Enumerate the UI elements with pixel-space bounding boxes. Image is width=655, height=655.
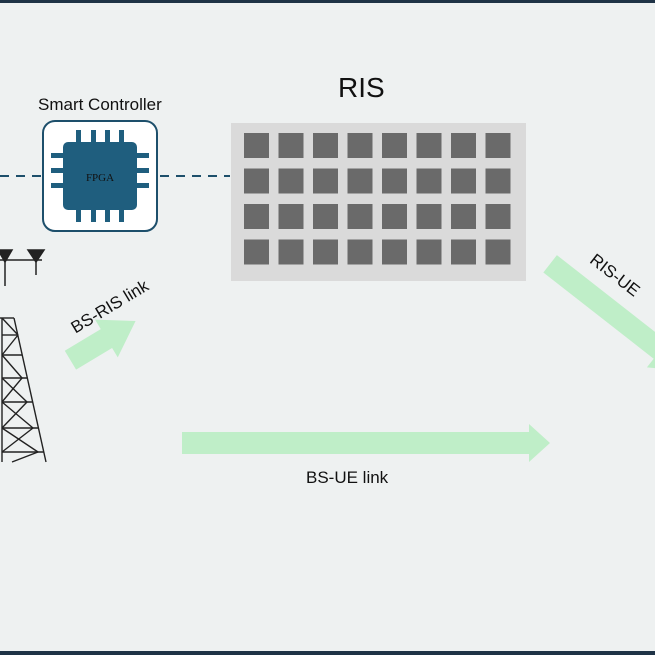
ris-element (485, 133, 511, 158)
ris-element (451, 168, 476, 194)
chip-pin (135, 168, 149, 173)
chip-pin (105, 130, 110, 144)
ris-element-grid (244, 133, 511, 265)
frame-bottom-border (0, 651, 655, 655)
ris-element (278, 168, 304, 194)
base-station-antennas (0, 249, 46, 286)
ris-panel (231, 123, 526, 281)
chip-pin (51, 168, 65, 173)
ris-element (451, 239, 476, 265)
fpga-chip-icon (63, 142, 137, 210)
chip-pin (135, 153, 149, 158)
chip-pin (119, 208, 124, 222)
smart-controller-box: FPGA (42, 120, 158, 232)
ris-element (382, 168, 407, 194)
ris-element (278, 204, 304, 229)
ris-element (485, 204, 511, 229)
ris-element (416, 168, 442, 194)
smart-controller-title: Smart Controller (38, 95, 162, 114)
chip-pin (119, 130, 124, 144)
ris-element (244, 239, 269, 265)
ris-element (416, 204, 442, 229)
ris-element (416, 239, 442, 265)
chip-pin (51, 183, 65, 188)
ris-element (313, 239, 338, 265)
ris-element (313, 204, 338, 229)
ris-element (244, 133, 269, 158)
ris-element (382, 204, 407, 229)
bs-ue-link-arrow (182, 424, 550, 462)
chip-pin (76, 130, 81, 144)
chip-pin (135, 183, 149, 188)
ris-element (244, 168, 269, 194)
ris-element (485, 168, 511, 194)
ris-element (451, 133, 476, 158)
ris-ue-link-arrow (543, 255, 655, 371)
chip-pin (105, 208, 110, 222)
ris-element (278, 239, 304, 265)
ris-element (416, 133, 442, 158)
ris-element (347, 168, 373, 194)
ris-element (485, 239, 511, 265)
bs-ris-link-arrow (64, 319, 136, 370)
ris-element (278, 133, 304, 158)
ris-element (347, 133, 373, 158)
fpga-chip-label: FPGA (86, 172, 114, 184)
frame-top-border (0, 0, 655, 3)
chip-pins (51, 130, 149, 222)
ris-element (313, 133, 338, 158)
ris-element (382, 133, 407, 158)
ris-element (347, 239, 373, 265)
ris-element (244, 204, 269, 229)
chip-pin (51, 153, 65, 158)
chip-pin (76, 208, 81, 222)
chip-pin (91, 130, 96, 144)
base-station-tower-icon (0, 317, 47, 463)
ris-element (382, 239, 407, 265)
bs-ue-link-label: BS-UE link (306, 468, 389, 487)
ris-title: RIS (338, 72, 385, 103)
ris-element (451, 204, 476, 229)
chip-pin (91, 208, 96, 222)
ris-element (313, 168, 338, 194)
ris-element (347, 204, 373, 229)
